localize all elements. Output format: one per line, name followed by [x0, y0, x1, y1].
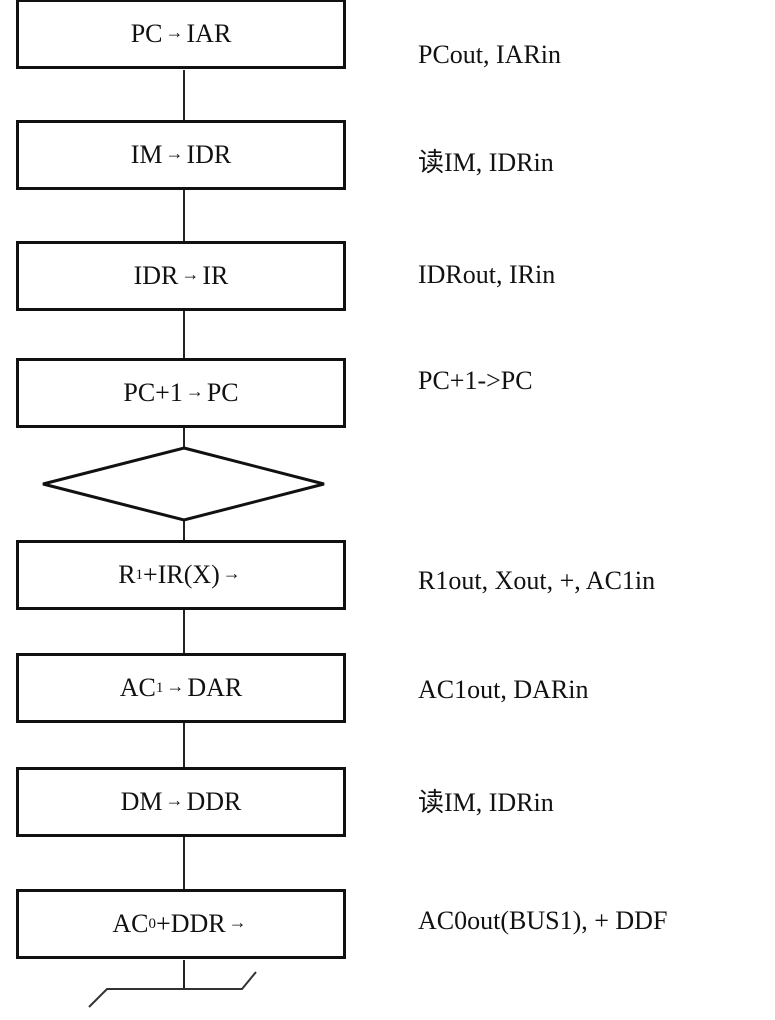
arrow-icon: →	[166, 675, 185, 696]
step-pre: DM	[120, 787, 163, 816]
arrow-icon: →	[165, 789, 184, 810]
step-pre: IM	[130, 140, 163, 169]
arrow-icon: →	[165, 21, 184, 42]
control-signal-note-5: R1out, Xout, +, AC1in	[418, 566, 656, 595]
step-post: IDR	[186, 140, 232, 169]
step-post: DDR	[186, 787, 242, 816]
decision-diamond	[42, 446, 325, 522]
step-pre: IDR	[133, 261, 179, 290]
arrow-icon: →	[228, 911, 247, 932]
step-post: IAR	[186, 19, 232, 48]
step-box-2: IM→IDR	[16, 120, 346, 190]
control-signal-note-8: AC0out(BUS1), + DDF	[418, 906, 668, 935]
step-post: PC	[206, 378, 239, 407]
bus-symbol	[88, 971, 257, 1008]
control-signal-note-7: 读IM, IDRin	[418, 788, 554, 817]
arrow-icon: →	[165, 142, 184, 163]
step-post: IR	[202, 261, 229, 290]
control-signal-note-4: PC+1->PC	[418, 366, 533, 395]
step-pre: PC+1	[123, 378, 183, 407]
control-signal-note-3: IDRout, IRin	[418, 260, 556, 289]
step-box-4: PC+1→PC	[16, 358, 346, 428]
step-pre: PC	[130, 19, 163, 48]
step-box-3: IDR→IR	[16, 241, 346, 311]
step-pre: AC	[119, 673, 156, 702]
control-signal-note-6: AC1out, DARin	[418, 675, 589, 704]
step-post: +IR(X)	[143, 560, 220, 589]
arrow-icon: →	[222, 562, 241, 583]
step-box-1: PC→IAR	[16, 0, 346, 69]
control-signal-note-1: PCout, IARin	[418, 40, 562, 69]
step-post: DAR	[187, 673, 243, 702]
arrow-icon: →	[181, 263, 200, 284]
step-post: +DDR	[156, 909, 226, 938]
step-pre: AC	[112, 909, 149, 938]
step-box-7: DM→DDR	[16, 767, 346, 837]
control-signal-note-2: 读IM, IDRin	[418, 148, 554, 177]
step-pre: R	[118, 560, 136, 589]
arrow-icon: →	[185, 380, 204, 401]
